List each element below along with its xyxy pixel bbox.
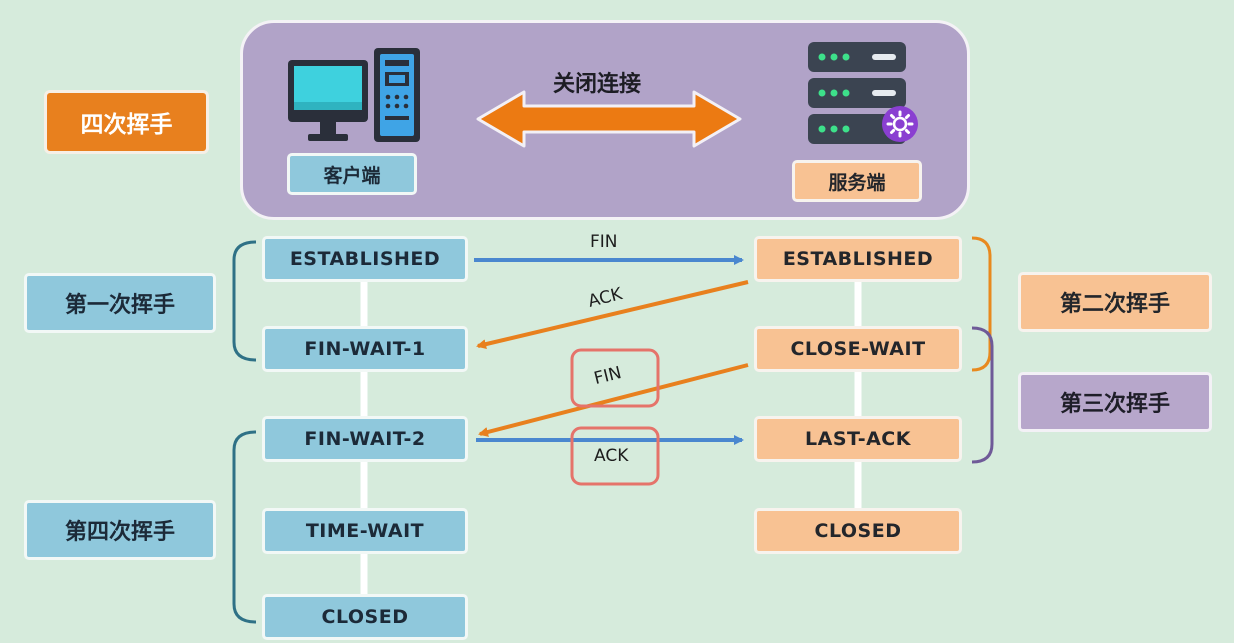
phase-second-wave: 第二次挥手 [1018,272,1212,332]
desktop-computer-icon [288,48,420,142]
ack-arrow-1 [476,280,749,350]
phase-first-wave: 第一次挥手 [24,273,216,333]
diagram-title-text: 四次挥手 [80,112,173,138]
msg-fin-1: FIN [590,232,618,252]
server-state-last-ack: LAST-ACK [754,416,962,462]
connection-label: 关闭连接 [553,72,642,97]
fourth-wave-bracket [232,430,257,624]
client-state-established: ESTABLISHED [262,236,468,282]
gear-icon [882,106,918,142]
client-state-fin-wait-2: FIN-WAIT-2 [262,416,468,462]
phase-third-wave: 第三次挥手 [1018,372,1212,432]
diagram-title: 四次挥手 [44,90,209,154]
client-state-fin-wait-1: FIN-WAIT-1 [262,326,468,372]
client-state-closed: CLOSED [262,594,468,640]
phase-fourth-wave: 第四次挥手 [24,500,216,560]
ack-highlight-box [570,426,660,486]
double-arrow-icon [476,90,742,148]
client-label: 客户端 [287,153,417,195]
third-wave-bracket [971,326,994,464]
server-label-text: 服务端 [828,171,886,194]
server-rack-icon [808,42,906,144]
fin-highlight-box [570,348,660,408]
msg-ack-2: ACK [594,446,629,466]
client-state-time-wait: TIME-WAIT [262,508,468,554]
server-state-closed: CLOSED [754,508,962,554]
fin-arrow-2 [478,363,749,437]
second-wave-bracket [971,236,992,372]
first-wave-bracket [232,240,257,362]
client-label-text: 客户端 [323,164,381,187]
server-state-established: ESTABLISHED [754,236,962,282]
server-label: 服务端 [792,160,922,202]
server-state-close-wait: CLOSE-WAIT [754,326,962,372]
